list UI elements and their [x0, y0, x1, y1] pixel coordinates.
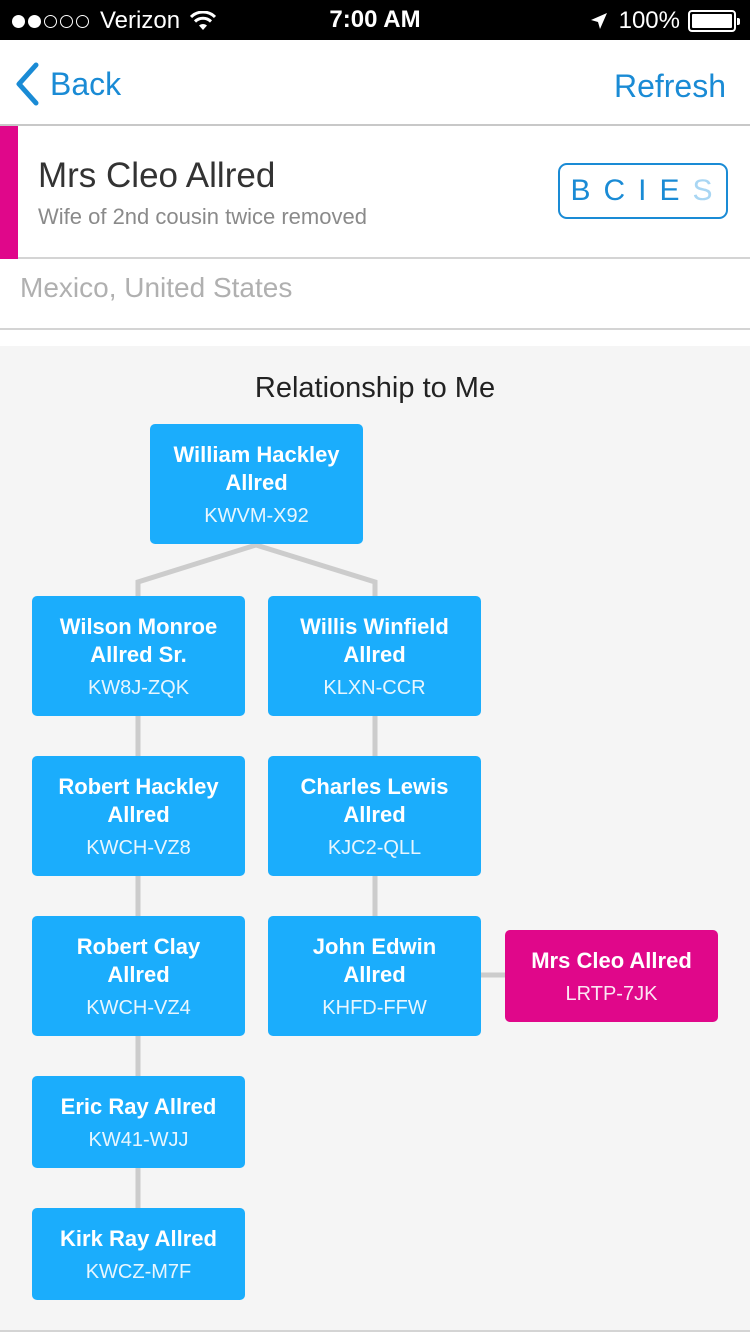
ordinance-letter-faded: S [692, 174, 726, 207]
node-name: Charles Lewis Allred [300, 773, 449, 827]
relative-node[interactable]: John Edwin Allred KHFD-FFW [268, 916, 481, 1036]
node-name: Robert Clay Allred [76, 933, 201, 987]
navigation-bar: Back Refresh [0, 40, 750, 126]
node-name: Robert Hackley Allred [58, 773, 219, 827]
location-row: Mexico, United States [0, 259, 750, 330]
node-name: William Hackley Allred [173, 441, 340, 495]
ancestor-node[interactable]: William Hackley Allred KWVM-X92 [150, 424, 363, 544]
node-pid: KHFD-FFW [322, 996, 427, 1019]
refresh-button[interactable]: Refresh [613, 68, 726, 104]
node-name: Kirk Ray Allred [60, 1225, 217, 1251]
descendant-node[interactable]: Kirk Ray Allred KWCZ-M7F [32, 1208, 245, 1300]
node-pid: KWCZ-M7F [85, 1260, 192, 1283]
gender-stripe [0, 126, 18, 259]
node-pid: KWCH-VZ4 [86, 996, 191, 1019]
carrier-name: Verizon [100, 7, 181, 34]
node-pid: KLXN-CCR [323, 676, 426, 699]
wifi-icon [190, 11, 217, 30]
clock: 7:00 AM [329, 6, 421, 33]
battery-percent: 100% [618, 7, 680, 34]
relationship-label: Wife of 2nd cousin twice removed [38, 204, 367, 229]
ordinance-letters: BCIE [570, 174, 693, 207]
status-left: Verizon [12, 7, 217, 35]
back-button[interactable]: Back [14, 62, 121, 106]
node-name: Wilson Monroe Allred Sr. [59, 613, 218, 667]
node-name: John Edwin Allred [312, 933, 437, 987]
ancestor-node[interactable]: Willis Winfield Allred KLXN-CCR [268, 596, 481, 716]
location-text: Mexico, United States [20, 272, 293, 303]
divider [0, 1330, 750, 1332]
node-pid: KJC2-QLL [327, 836, 422, 859]
battery-icon [688, 10, 740, 32]
signal-strength-icon [12, 14, 92, 28]
chart-title: Relationship to Me [254, 372, 496, 404]
descendant-node[interactable]: Eric Ray Allred KW41-WJJ [32, 1076, 245, 1168]
node-pid: KW8J-ZQK [87, 676, 190, 699]
person-name: Mrs Cleo Allred [38, 156, 276, 195]
node-pid: KW41-WJJ [88, 1128, 189, 1151]
ancestor-node[interactable]: Wilson Monroe Allred Sr. KW8J-ZQK [32, 596, 245, 716]
node-name: Mrs Cleo Allred [531, 947, 692, 973]
relationship-chart: Relationship to Me William Hackley Allre… [0, 346, 750, 1332]
node-pid: KWVM-X92 [204, 504, 309, 527]
ancestor-node[interactable]: Charles Lewis Allred KJC2-QLL [268, 756, 481, 876]
status-bar: Verizon 7:00 AM 100% [0, 0, 750, 40]
ancestor-node[interactable]: Robert Clay Allred KWCH-VZ4 [32, 916, 245, 1036]
current-person-node[interactable]: Mrs Cleo Allred LRTP-7JK [505, 930, 718, 1022]
ancestor-node[interactable]: Robert Hackley Allred KWCH-VZ8 [32, 756, 245, 876]
node-pid: KWCH-VZ8 [86, 836, 191, 859]
node-name: Willis Winfield Allred [300, 613, 449, 667]
chevron-left-icon [16, 62, 39, 106]
person-header: Mrs Cleo Allred Wife of 2nd cousin twice… [0, 126, 750, 259]
tree-connectors [135, 542, 505, 1208]
back-label: Back [50, 65, 122, 102]
status-right: 100% [589, 7, 740, 35]
node-pid: LRTP-7JK [565, 982, 658, 1005]
node-name: Eric Ray Allred [60, 1093, 217, 1119]
location-arrow-icon [590, 13, 607, 29]
